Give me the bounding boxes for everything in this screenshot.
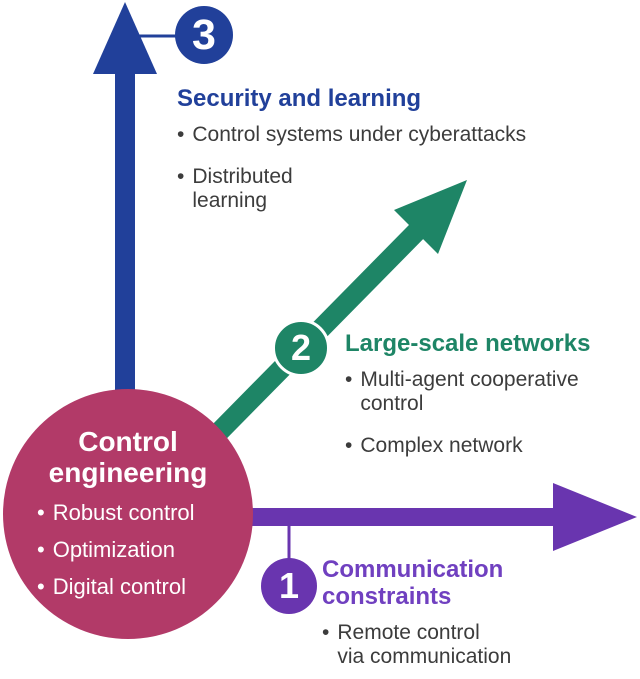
- bullet-dot-icon: •: [37, 500, 45, 525]
- vertical-axis-arrow: [93, 2, 179, 396]
- bullet-text: Complex network: [360, 434, 523, 457]
- section-large-scale-networks: Large-scale networks • Multi-agent coope…: [345, 330, 590, 476]
- diagonal-axis-arrowhead-icon: [394, 180, 467, 254]
- bullet-text: Remote control via communication: [337, 621, 512, 668]
- list-item: • Robust control: [37, 501, 253, 525]
- bullet-dot-icon: •: [177, 165, 185, 188]
- bullet-dot-icon: •: [345, 368, 353, 391]
- control-engineering-circle: Control engineering • Robust control • O…: [3, 389, 253, 639]
- axis-number-badge-3: 3: [175, 6, 233, 64]
- center-circle-bullet-list: • Robust control • Optimization • Digita…: [3, 501, 253, 599]
- bullet-dot-icon: •: [177, 123, 185, 146]
- horizontal-axis-arrow: [240, 483, 637, 562]
- list-item: • Complex network: [345, 434, 590, 458]
- list-item: • Distributed learning: [177, 165, 526, 213]
- vertical-axis-shaft: [115, 66, 135, 396]
- section-title: Communication constraints: [322, 556, 504, 610]
- bullet-text: Digital control: [52, 574, 186, 599]
- list-item: • Control systems under cyberattacks: [177, 123, 526, 147]
- vertical-axis-arrowhead-icon: [93, 2, 157, 74]
- bullet-text: Distributed learning: [192, 165, 293, 212]
- horizontal-axis-shaft: [240, 508, 553, 526]
- bullet-dot-icon: •: [37, 537, 45, 562]
- center-circle-title: Control engineering: [48, 426, 208, 488]
- bullet-text: Optimization: [52, 537, 175, 562]
- bullet-dot-icon: •: [345, 434, 353, 457]
- bullet-dot-icon: •: [37, 574, 45, 599]
- section-security-and-learning: Security and learning • Control systems …: [177, 85, 526, 231]
- list-item: • Digital control: [37, 575, 253, 599]
- axis-number-badge-1: 1: [261, 558, 317, 614]
- list-item: • Multi-agent cooperative control: [345, 368, 590, 416]
- horizontal-axis-arrowhead-icon: [553, 483, 637, 551]
- list-item: • Optimization: [37, 538, 253, 562]
- bullet-text: Control systems under cyberattacks: [192, 123, 527, 146]
- bullet-text: Robust control: [52, 500, 195, 525]
- section-title: Security and learning: [177, 85, 422, 112]
- section-title: Large-scale networks: [345, 330, 591, 357]
- bullet-text: Multi-agent cooperative control: [360, 368, 579, 415]
- bullet-dot-icon: •: [322, 621, 330, 644]
- section-communication-constraints: Communication constraints • Remote contr…: [322, 556, 511, 679]
- axis-number-badge-2: 2: [272, 319, 330, 377]
- list-item: • Remote control via communication: [322, 621, 511, 669]
